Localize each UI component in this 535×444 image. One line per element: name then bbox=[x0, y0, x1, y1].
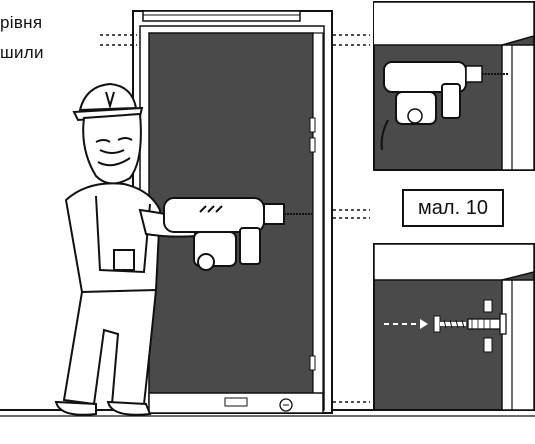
threshold bbox=[149, 393, 323, 413]
detail-anchor-panel bbox=[374, 244, 534, 410]
detail-drilling-panel bbox=[374, 2, 534, 170]
door-stop bbox=[313, 33, 323, 403]
figure-label: мал. 10 bbox=[402, 189, 504, 227]
